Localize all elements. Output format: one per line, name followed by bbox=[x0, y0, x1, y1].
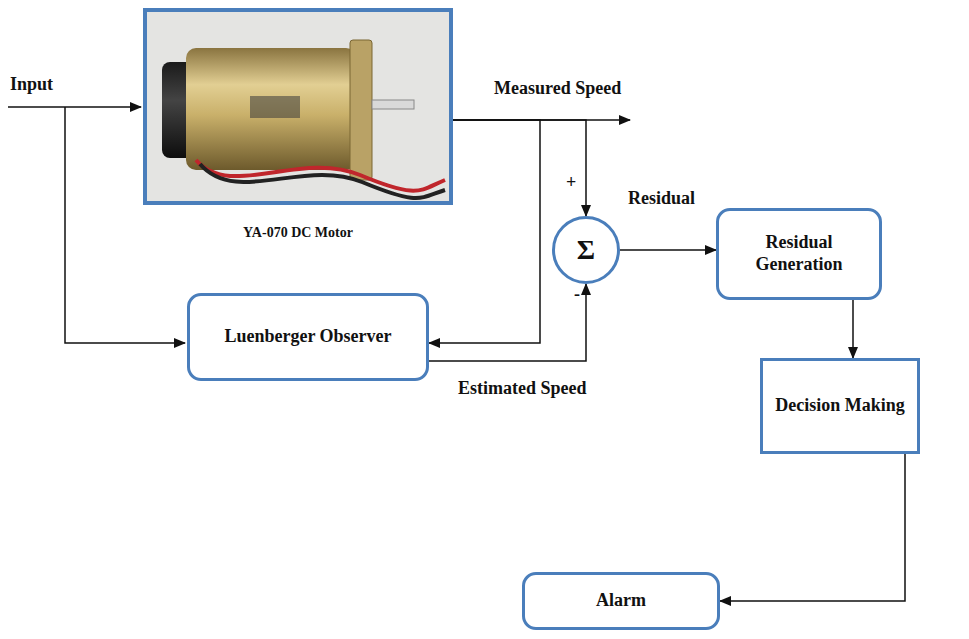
signal-arrow bbox=[620, 249, 716, 251]
signal-arrow bbox=[720, 454, 905, 601]
signal-label: Measured Speed bbox=[494, 78, 621, 99]
node-text: Σ bbox=[577, 233, 595, 267]
observer-box: Luenberger Observer bbox=[187, 293, 429, 381]
signal-arrow bbox=[429, 120, 540, 343]
node-text: Decision Making bbox=[775, 395, 905, 417]
node-text: Alarm bbox=[596, 590, 646, 612]
motor-frame: YA-070 DC Motor bbox=[143, 8, 453, 205]
signal-arrow bbox=[852, 300, 854, 358]
node-text: Residual Generation bbox=[729, 232, 869, 275]
signal-arrow bbox=[453, 120, 586, 216]
signal-label: Residual bbox=[628, 188, 695, 209]
summing-junction: Σ bbox=[552, 216, 620, 284]
signal-label: Estimated Speed bbox=[458, 378, 587, 399]
input-label: Input bbox=[10, 74, 53, 95]
alarm-box: Alarm bbox=[522, 572, 720, 630]
part-caption: YA-070 DC Motor bbox=[127, 225, 469, 242]
decision-box: Decision Making bbox=[760, 358, 920, 454]
sign-label: - bbox=[574, 284, 580, 305]
sign-label: + bbox=[566, 172, 576, 193]
signal-arrow bbox=[429, 284, 586, 361]
node-text: Luenberger Observer bbox=[224, 326, 391, 348]
process-box: Residual Generation bbox=[716, 208, 882, 300]
